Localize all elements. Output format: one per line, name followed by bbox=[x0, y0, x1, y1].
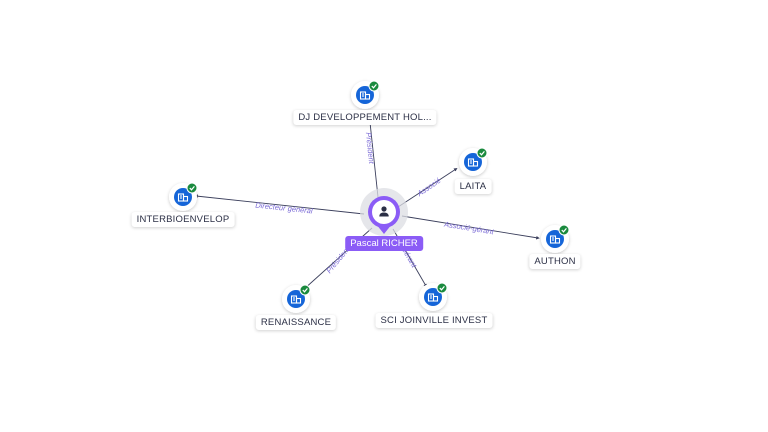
edge-authon bbox=[401, 215, 540, 240]
company-node-laita[interactable] bbox=[459, 147, 488, 176]
verified-check-icon bbox=[558, 224, 570, 236]
company-label-laita[interactable]: LAITA bbox=[454, 179, 492, 194]
person-icon bbox=[379, 206, 389, 217]
verified-check-icon bbox=[436, 282, 448, 294]
edge-dj bbox=[367, 111, 379, 198]
company-node-authon[interactable] bbox=[541, 224, 570, 253]
company-node-renaissance[interactable] bbox=[282, 284, 311, 313]
edge-label-interbio: Directeur général bbox=[255, 201, 313, 216]
building-icon bbox=[549, 235, 561, 244]
edge-label-dj: Président bbox=[364, 132, 376, 165]
building-icon bbox=[467, 158, 479, 167]
verified-check-icon bbox=[299, 284, 311, 296]
company-label-renaissance[interactable]: RENAISSANCE bbox=[255, 315, 337, 330]
building-icon bbox=[427, 293, 439, 302]
verified-check-icon bbox=[476, 147, 488, 159]
company-node-sci[interactable] bbox=[419, 282, 448, 311]
company-label-sci[interactable]: SCI JOINVILLE INVEST bbox=[375, 313, 493, 328]
company-label-authon[interactable]: AUTHON bbox=[529, 254, 581, 269]
building-icon bbox=[290, 295, 302, 304]
company-node-dj[interactable] bbox=[351, 80, 380, 109]
company-node-interbio[interactable] bbox=[169, 182, 198, 211]
building-icon bbox=[177, 193, 189, 202]
edge-interbio bbox=[194, 194, 365, 215]
verified-check-icon bbox=[186, 182, 198, 194]
center-node[interactable] bbox=[360, 188, 408, 236]
edge-laita bbox=[397, 168, 458, 208]
edge-label-laita: Associé bbox=[415, 176, 443, 199]
company-label-dj[interactable]: DJ DEVELOPPEMENT HOL... bbox=[293, 110, 437, 125]
verified-check-icon bbox=[368, 80, 380, 92]
company-label-interbio[interactable]: INTERBIOENVELOP bbox=[131, 212, 235, 227]
edge-label-authon: Associé-gérant bbox=[443, 219, 496, 236]
building-icon bbox=[359, 91, 371, 100]
center-node-label[interactable]: Pascal RICHER bbox=[345, 236, 423, 251]
